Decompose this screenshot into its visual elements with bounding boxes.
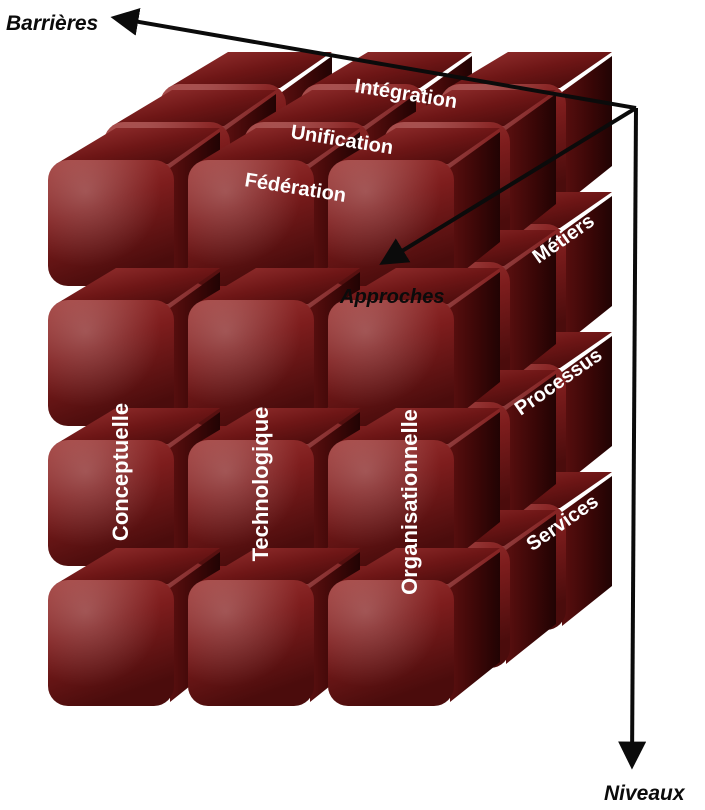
- barrieres-axis-title: Barrières: [6, 12, 98, 35]
- barrieres-arrow: [110, 8, 637, 110]
- cube-grid: [48, 52, 612, 706]
- cube-d0-r3-c2: [328, 548, 500, 706]
- barriere-label-organisationnelle: Organisationnelle: [397, 409, 422, 595]
- cube-d0-r2-c2: [328, 408, 500, 566]
- cube-d0-r0-c2: [328, 128, 500, 286]
- niveaux-arrow: [618, 107, 647, 770]
- barriere-label-conceptuelle: Conceptuelle: [108, 403, 133, 541]
- approches-axis-title: Approches: [339, 286, 444, 308]
- barrieres-labels: Conceptuelle Technologique Organisationn…: [108, 403, 422, 595]
- cube-d0-r1-c0: [48, 268, 220, 426]
- niveau-label-donnees: Données: [522, 639, 604, 705]
- barriere-label-technologique: Technologique: [248, 407, 273, 562]
- approches-arrow: [379, 106, 638, 265]
- cube-d0-r1-c2: [328, 268, 500, 426]
- axis-arrows: [110, 8, 647, 770]
- niveaux-axis-title: Niveaux: [604, 782, 686, 805]
- cube-d0-r3-c0: [48, 548, 220, 706]
